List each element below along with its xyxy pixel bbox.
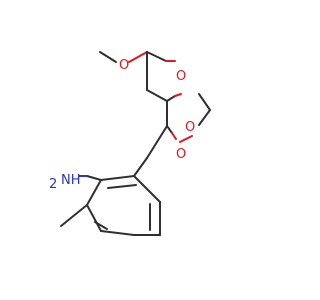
molecule-structure: O O O O NH 2: [49, 51, 211, 236]
amine-label: NH: [61, 173, 81, 188]
ketal-c-to-o-bottom-bond: [166, 125, 173, 134]
methyl-to-o-bond: [99, 51, 117, 63]
ketal-c-to-ch2-benzyl-bond: [146, 125, 168, 159]
ring-inner-double-2: [94, 221, 108, 230]
ring-to-methyl-bond: [60, 204, 88, 227]
ring-inner-double-1: [107, 184, 137, 189]
ring-c1-bond: [198, 93, 211, 111]
ring-c2-bond: [198, 109, 211, 126]
ring-bond-2: [133, 175, 161, 203]
ring-o-bottom-right-bond: [179, 135, 193, 143]
ring-bond-5: [86, 204, 102, 232]
ketal-c-to-o-bottom-bond-colored: [171, 132, 177, 140]
amine-subscript: 2: [49, 177, 57, 192]
ch2-to-ketal-c-bond: [146, 89, 168, 102]
ring-bond-1: [100, 175, 135, 181]
carbonyl-c-o-bond-left: [146, 51, 167, 62]
ch2-to-ring-bond: [133, 157, 148, 177]
ketal-c-to-o-top-bond-colored: [174, 93, 182, 97]
carbonyl-oxygen-label: O: [176, 69, 186, 84]
o-to-carbonyl-bond: [128, 51, 148, 63]
ketal-c-to-o-top-bond: [166, 95, 176, 102]
ring-to-n-bond: [86, 175, 102, 181]
ring-bond-6: [100, 230, 135, 236]
ring-bond-3: [86, 179, 102, 206]
ring-oxygen-bottom-label: O: [176, 147, 186, 162]
ring-oxygen-top-label: O: [185, 120, 195, 135]
structure-canvas: O O O O NH 2: [49, 51, 211, 236]
ester-oxygen-label: O: [119, 58, 129, 73]
